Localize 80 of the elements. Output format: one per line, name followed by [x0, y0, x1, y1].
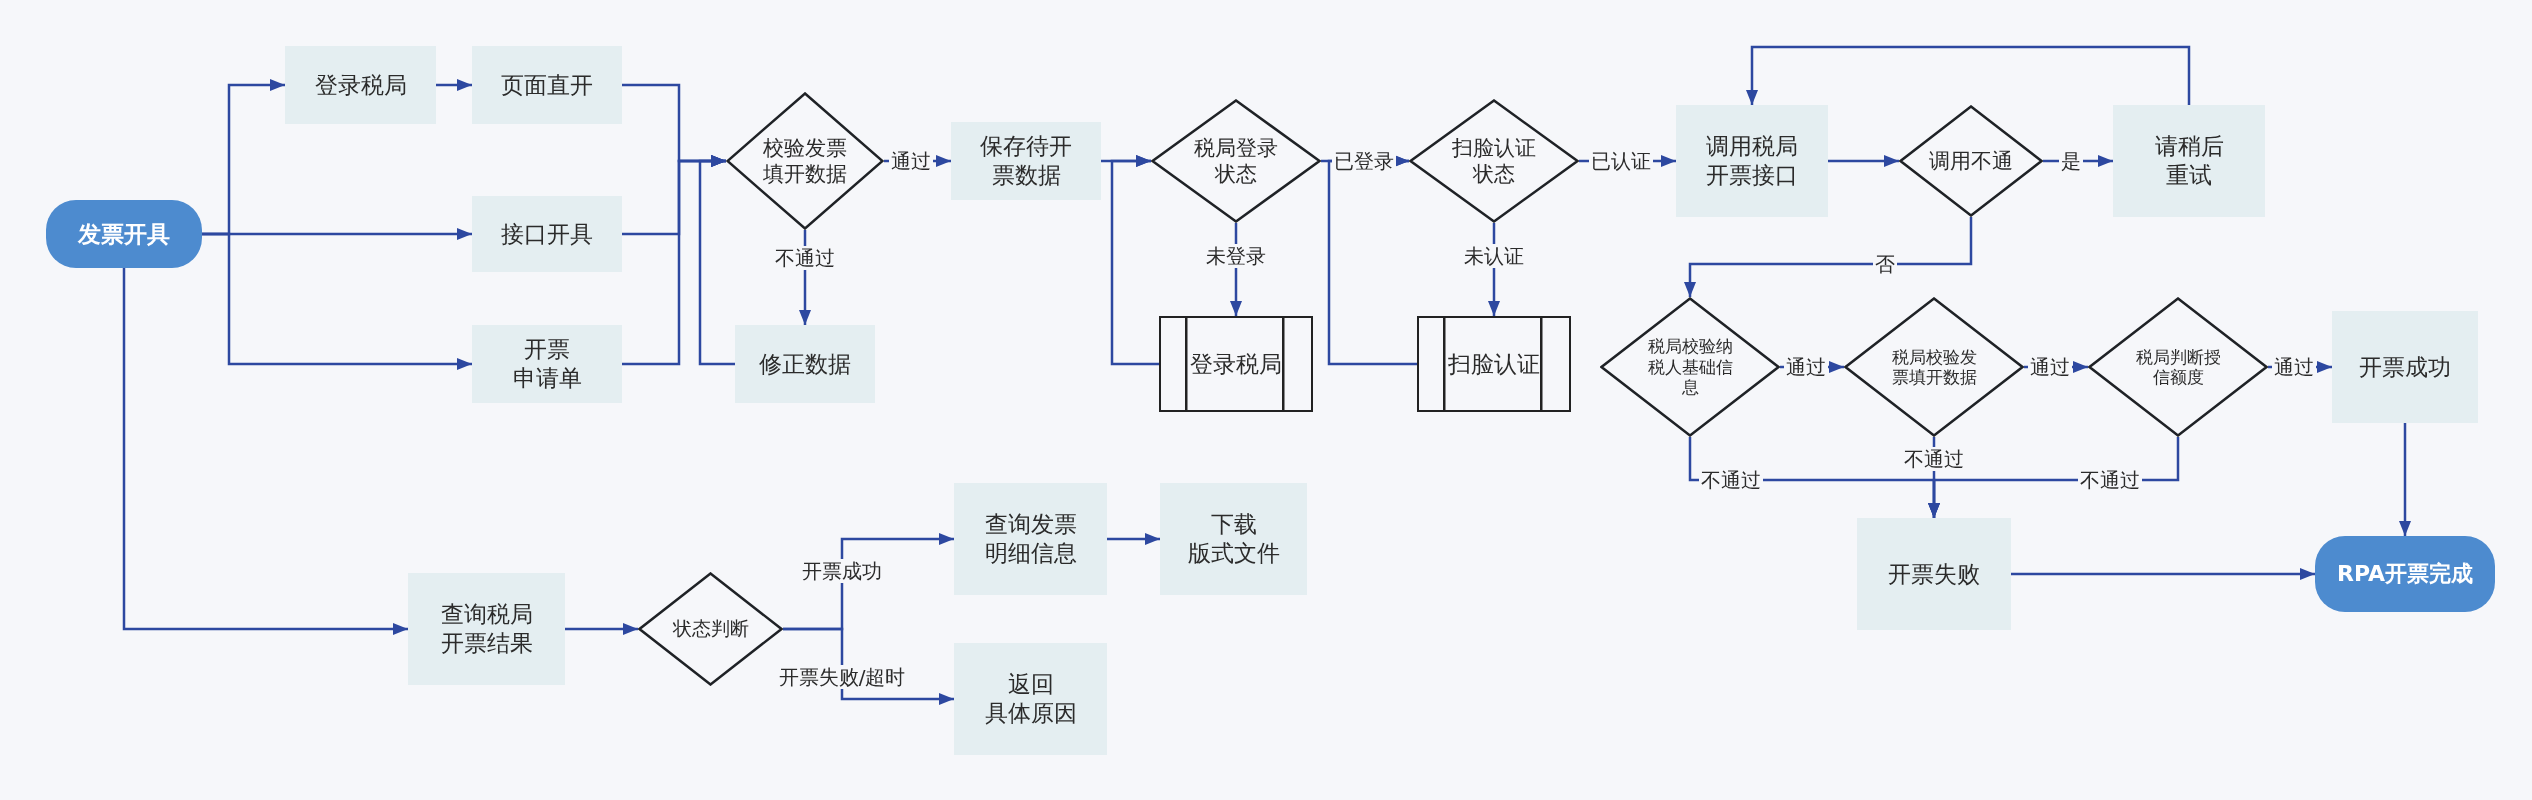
step-label: 开票成功: [2359, 352, 2451, 382]
step-label: 请稍后重试: [2154, 132, 2224, 190]
process-box: [1676, 105, 1828, 217]
process-box: [1160, 483, 1307, 595]
process-box: [2113, 105, 2265, 217]
connector-arrow: [202, 232, 472, 370]
decision-diamond: [1899, 105, 2043, 217]
decision-label: 校验发票填开数据: [763, 134, 847, 188]
connector-arrow: [565, 623, 638, 635]
connector-arrow: [1746, 45, 2191, 105]
edge-label: 通过: [2272, 355, 2316, 379]
decision-diamond: [1151, 99, 1321, 223]
decision-label: 状态判断: [672, 617, 749, 641]
edge-label: 已登录: [1332, 149, 1396, 173]
decision-label: 税局登录状态: [1194, 134, 1278, 188]
step-label: 接口开具: [501, 219, 593, 249]
step-label: 页面直开: [501, 70, 593, 100]
edge-label: 不通过: [1902, 447, 1966, 471]
edge-label: 不通过: [2078, 468, 2142, 492]
subprocess-box: [1417, 316, 1571, 412]
decision-label: 调用不通: [1929, 147, 2013, 175]
edge-label: 开票成功: [800, 559, 884, 583]
edge-label: 不通过: [1699, 468, 1763, 492]
process-box: [472, 325, 622, 403]
process-box: [951, 122, 1101, 200]
step-label: 调用税局开票接口: [1706, 132, 1798, 190]
terminal-label: RPA开票完成: [2336, 560, 2474, 588]
process-box: [2332, 311, 2478, 423]
step-label: 查询税局开票结果: [440, 600, 533, 658]
decision-label: 税局校验纳税人基础信息: [1647, 336, 1733, 398]
process-box: [472, 46, 622, 124]
edge-label: 否: [1873, 252, 1897, 276]
process-box: [408, 573, 565, 685]
connector-arrow: [1110, 155, 1159, 366]
connector-arrow: [122, 268, 408, 635]
connector-arrow: [2011, 568, 2315, 580]
step-label: 查询发票明细信息: [984, 510, 1077, 568]
connector-arrow: [1828, 155, 1899, 167]
step-label: 开票申请单: [512, 335, 582, 393]
process-box: [735, 325, 875, 403]
edge-label: 未登录: [1204, 244, 1268, 268]
edge-label: 通过: [1784, 355, 1828, 379]
terminal-label: 发票开具: [78, 219, 170, 249]
subprocess-box: [1159, 316, 1313, 412]
process-box: [285, 46, 436, 124]
connector-arrow: [2399, 423, 2411, 536]
decision-diamond: [1844, 297, 2024, 437]
decision-diamond: [726, 92, 884, 230]
connector-arrow: [698, 155, 735, 366]
edge-label: 已认证: [1589, 149, 1653, 173]
decision-label: 税局校验发票填开数据: [1891, 346, 1977, 388]
step-label: 返回具体原因: [984, 670, 1077, 728]
decision-label: 扫脸认证状态: [1452, 134, 1536, 188]
step-label: 保存待开票数据: [980, 132, 1072, 190]
edge-label: 不通过: [773, 246, 837, 270]
process-box: [954, 643, 1107, 755]
decision-diamond: [2088, 297, 2268, 437]
decision-diamond: [1409, 99, 1579, 223]
decision-diamond: [1600, 297, 1780, 437]
connector-arrow: [1684, 217, 1973, 297]
connector-arrow: [436, 79, 472, 91]
decision-label: 税局判断授信额度: [2135, 346, 2221, 388]
process-box: [954, 483, 1107, 595]
process-box: [1857, 518, 2011, 630]
connector-arrow: [783, 627, 954, 705]
step-label: 修正数据: [759, 349, 851, 379]
connector-arrow: [1107, 533, 1160, 545]
step-label: 下载版式文件: [1187, 510, 1280, 568]
edge-label: 通过: [2028, 355, 2072, 379]
step-label: 登录税局: [1190, 349, 1282, 379]
edge-label: 未认证: [1462, 244, 1526, 268]
terminal-node: [46, 200, 202, 268]
terminal-node: [2315, 536, 2495, 612]
step-label: 开票失败: [1888, 559, 1980, 589]
edge-label: 是: [2059, 149, 2083, 173]
step-label: 登录税局: [314, 70, 407, 100]
edge-label: 开票失败/超时: [776, 665, 908, 689]
step-label: 扫脸认证: [1448, 349, 1540, 379]
process-box: [472, 196, 622, 272]
edge-label: 通过: [889, 149, 933, 173]
